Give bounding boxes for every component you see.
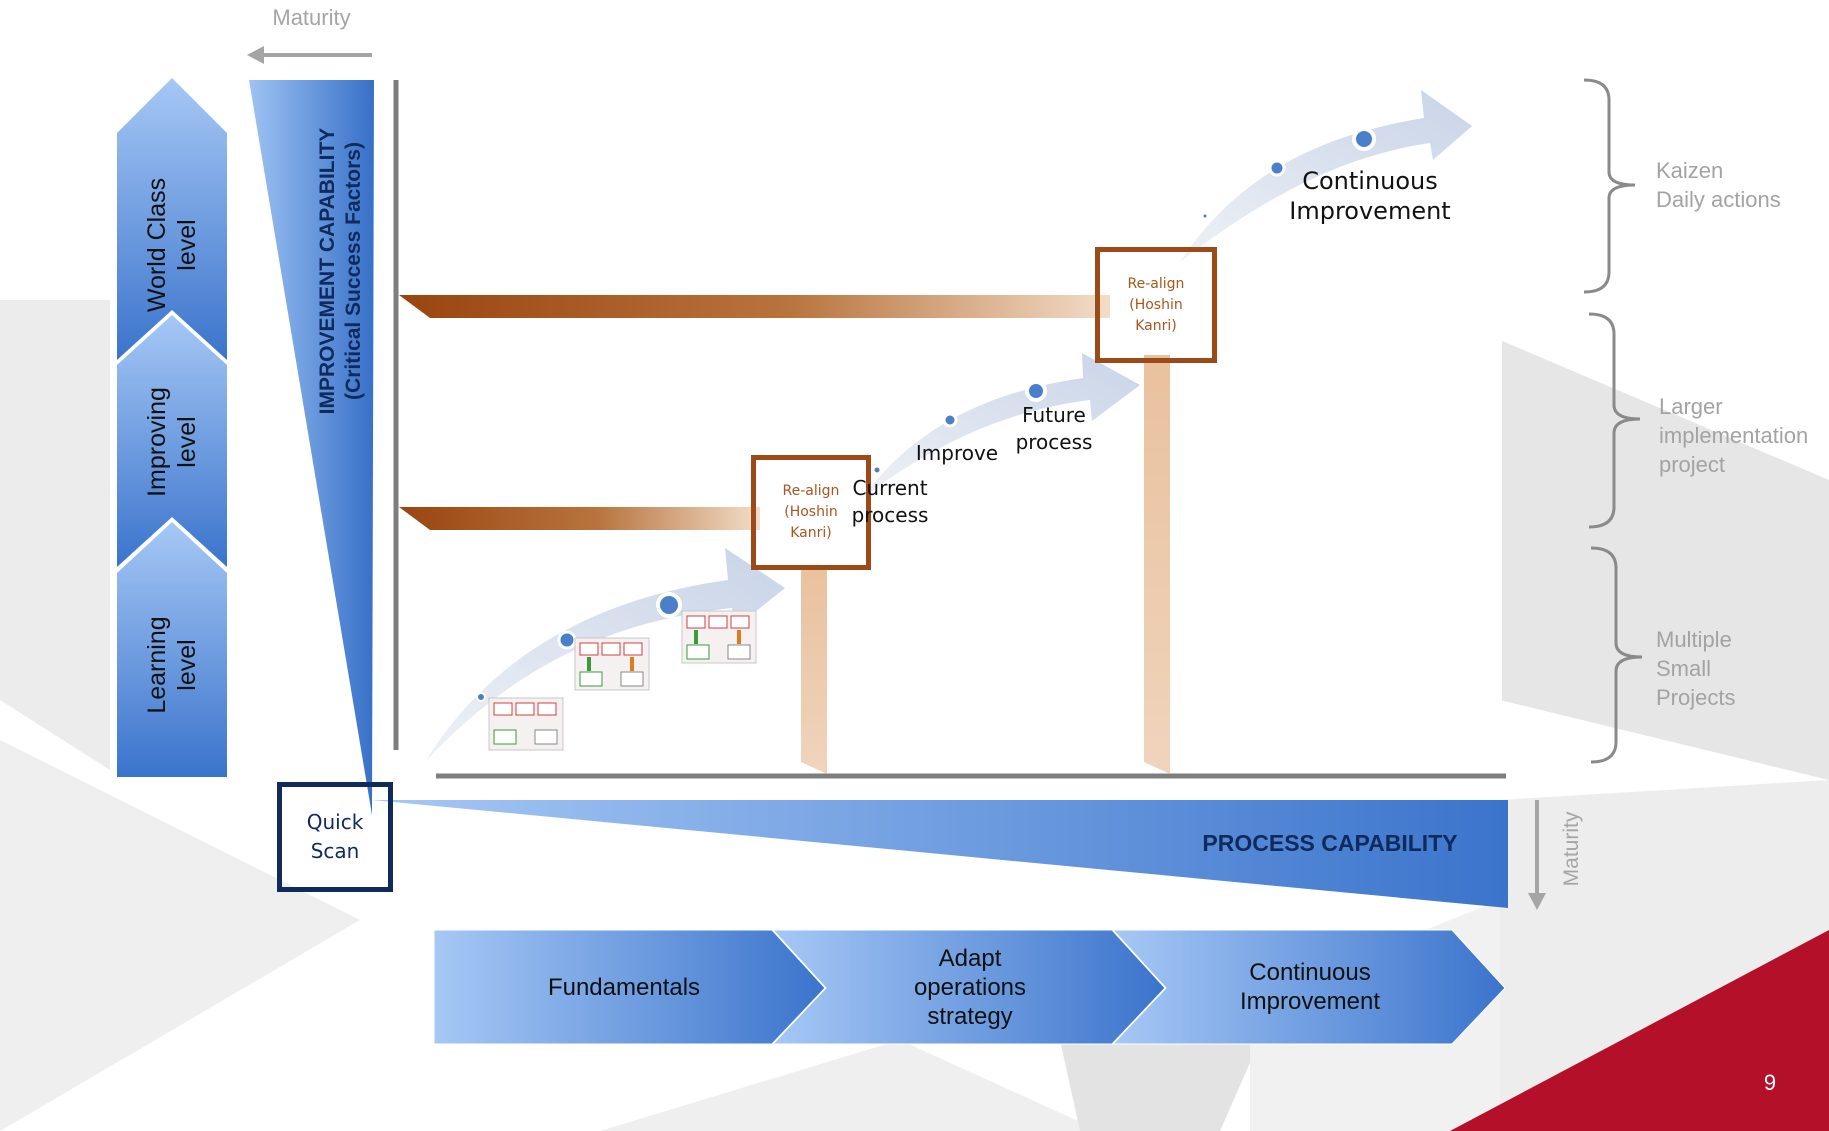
thumbnail-2 [574,637,650,691]
current-process-label: Current process [851,476,929,527]
growth-arrow-1 [425,548,785,762]
growth-arrow-3 [1180,90,1472,262]
dot-6 [1025,380,1047,402]
dot-2 [557,630,577,650]
dot-4 [873,466,881,474]
quick-scan-box[interactable]: Quick Scan [277,782,393,892]
maturity-side-label: Maturity [1560,811,1583,887]
maturity-down-arrow [1528,800,1546,910]
thumbnail-3 [681,610,757,664]
phase-adapt-operations-strategy[interactable]: Adapt operations strategy [913,944,1027,1030]
improvement-capability-wedge [249,80,374,815]
brace-kaizen [1583,78,1636,294]
realign-bar-lower [399,507,760,530]
kaizen-label: Kaizen Daily actions [1656,158,1781,212]
larger-project-label: Larger implementation project [1659,394,1809,477]
process-capability-wedge [372,800,1508,908]
dot-9 [1352,127,1376,151]
phase-2-shape [771,929,1166,1045]
maturity-left-arrow [247,46,372,64]
realign-bar-upper [399,295,1110,318]
level-chevrons [117,78,227,777]
improve-label: Improve [915,441,999,465]
future-process-label: Future process [1015,403,1093,454]
improving-level-label: Improving level [143,387,201,497]
peach-bar-left [801,565,827,774]
dot-7 [1202,213,1208,219]
world-class-chevron [117,78,227,360]
background-shapes [0,300,1829,1131]
world-class-level-label: World Class level [143,177,201,313]
thumbnail-1 [488,697,564,751]
brace-multiple [1590,546,1643,764]
dot-3 [656,592,682,618]
red-accent-triangle [1450,930,1829,1131]
improvement-capability-label: IMPROVEMENT CAPABILITY (Critical Success… [316,127,365,415]
learning-chevron [117,522,227,777]
peach-bar-right [1144,355,1170,774]
realign-box-upper[interactable]: Re-align (Hoshin Kanri) [1095,247,1217,363]
learning-level-label: Learning level [143,616,201,714]
dot-8 [1268,159,1286,177]
phase-arrows [433,929,1506,1045]
dot-1 [476,692,486,702]
page-number: 9 [1763,1070,1777,1095]
realign-box-lower[interactable]: Re-align (Hoshin Kanri) [751,455,871,570]
dot-5 [942,412,958,428]
phase-continuous-improvement[interactable]: Continuous Improvement [1239,959,1381,1015]
improving-chevron [117,315,227,567]
phase-1-shape [433,929,826,1045]
phase-3-shape [1111,929,1506,1045]
process-capability-label: PROCESS CAPABILITY [1202,829,1458,856]
maturity-top-label: Maturity [272,5,351,30]
growth-arrow-2 [862,353,1140,498]
continuous-improvement-curve-label: Continuous Improvement [1289,167,1451,225]
right-braces [1583,78,1643,764]
phase-fundamentals[interactable]: Fundamentals [547,973,701,1001]
brace-larger [1588,312,1641,529]
multiple-small-projects-label: Multiple Small Projects [1656,627,1736,710]
